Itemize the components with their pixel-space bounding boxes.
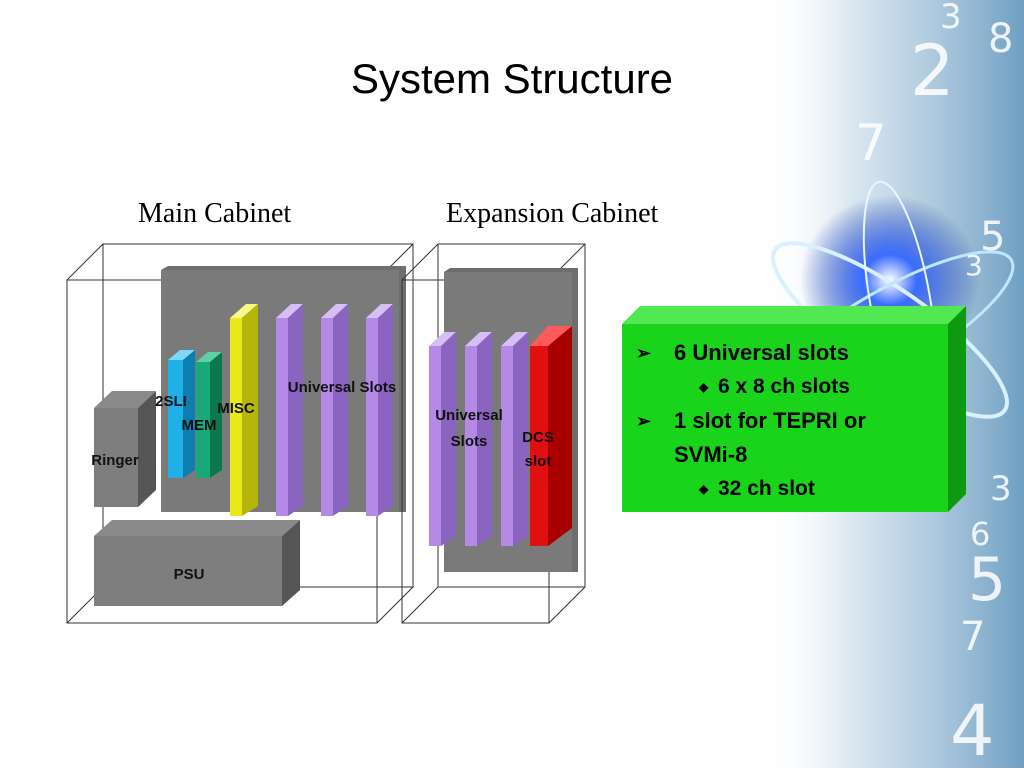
card-mem-label: MEM <box>182 417 217 434</box>
arrow-bullet-icon: ➢ <box>636 343 652 363</box>
slide-title: System Structure <box>350 55 674 102</box>
decorative-digit: 7 <box>960 614 985 660</box>
info-box-top-face <box>622 306 966 324</box>
info-item-4: ◆ 32 ch slot <box>622 472 948 506</box>
diamond-bullet-icon: ◆ <box>699 482 709 496</box>
universal-slot <box>321 304 348 516</box>
decorative-digit: 3 <box>990 469 1012 509</box>
expansion-cabinet-title: Expansion Cabinet <box>446 198 659 229</box>
card-misc-label: MISC <box>217 400 255 417</box>
decorative-digit: 2 <box>910 30 955 112</box>
info-item-3: ➢ 1 slot for TEPRI or <box>622 404 948 438</box>
universal-slot <box>276 304 303 516</box>
psu-box <box>94 520 300 606</box>
info-item-2: ◆ 6 x 8 ch slots <box>622 370 948 404</box>
universal-slots-main <box>276 304 393 516</box>
card-2sli <box>168 350 195 478</box>
decorative-digit: 7 <box>855 114 887 172</box>
system-structure-diagram: Ringer 2SLI MEM MIS <box>66 243 586 624</box>
info-box-side-face <box>948 306 966 512</box>
ringer-label: Ringer <box>91 452 139 469</box>
card-2sli-label: 2SLI <box>155 393 187 410</box>
universal-slots-expansion-label-line2: Slots <box>451 433 488 450</box>
decorative-digit: 6 <box>970 515 990 553</box>
universal-slot <box>429 332 456 546</box>
decorative-digit: 8 <box>988 16 1013 62</box>
dcs-slot-label-line2: slot <box>525 453 552 470</box>
decorative-digit: 5 <box>980 214 1005 260</box>
info-item-1: ➢ 6 Universal slots <box>622 336 948 370</box>
universal-slot <box>501 332 528 546</box>
universal-slot <box>366 304 393 516</box>
dcs-slot-label-line1: DCS <box>522 429 554 446</box>
decorative-digit: 5 <box>968 545 1006 615</box>
ringer-box <box>94 391 156 507</box>
card-misc <box>230 304 258 516</box>
decorative-digit: 3 <box>965 249 983 282</box>
main-cabinet-title: Main Cabinet <box>138 198 292 229</box>
decorative-digit: 4 <box>950 690 995 768</box>
decorative-digit: 3 <box>940 0 962 37</box>
universal-slots-main-label: Universal Slots <box>288 379 396 396</box>
universal-slots-expansion <box>429 332 528 546</box>
info-item-3-continuation: SVMi-8 <box>674 442 748 467</box>
diamond-bullet-icon: ◆ <box>699 380 709 394</box>
arrow-bullet-icon: ➢ <box>636 411 652 431</box>
dcs-slot <box>530 326 572 546</box>
card-mem <box>196 352 222 478</box>
info-box: ➢ 6 Universal slots ◆ 6 x 8 ch slots ➢ 1… <box>622 324 948 512</box>
psu-label: PSU <box>174 566 205 583</box>
universal-slots-expansion-label-line1: Universal <box>435 407 503 424</box>
universal-slot <box>465 332 492 546</box>
